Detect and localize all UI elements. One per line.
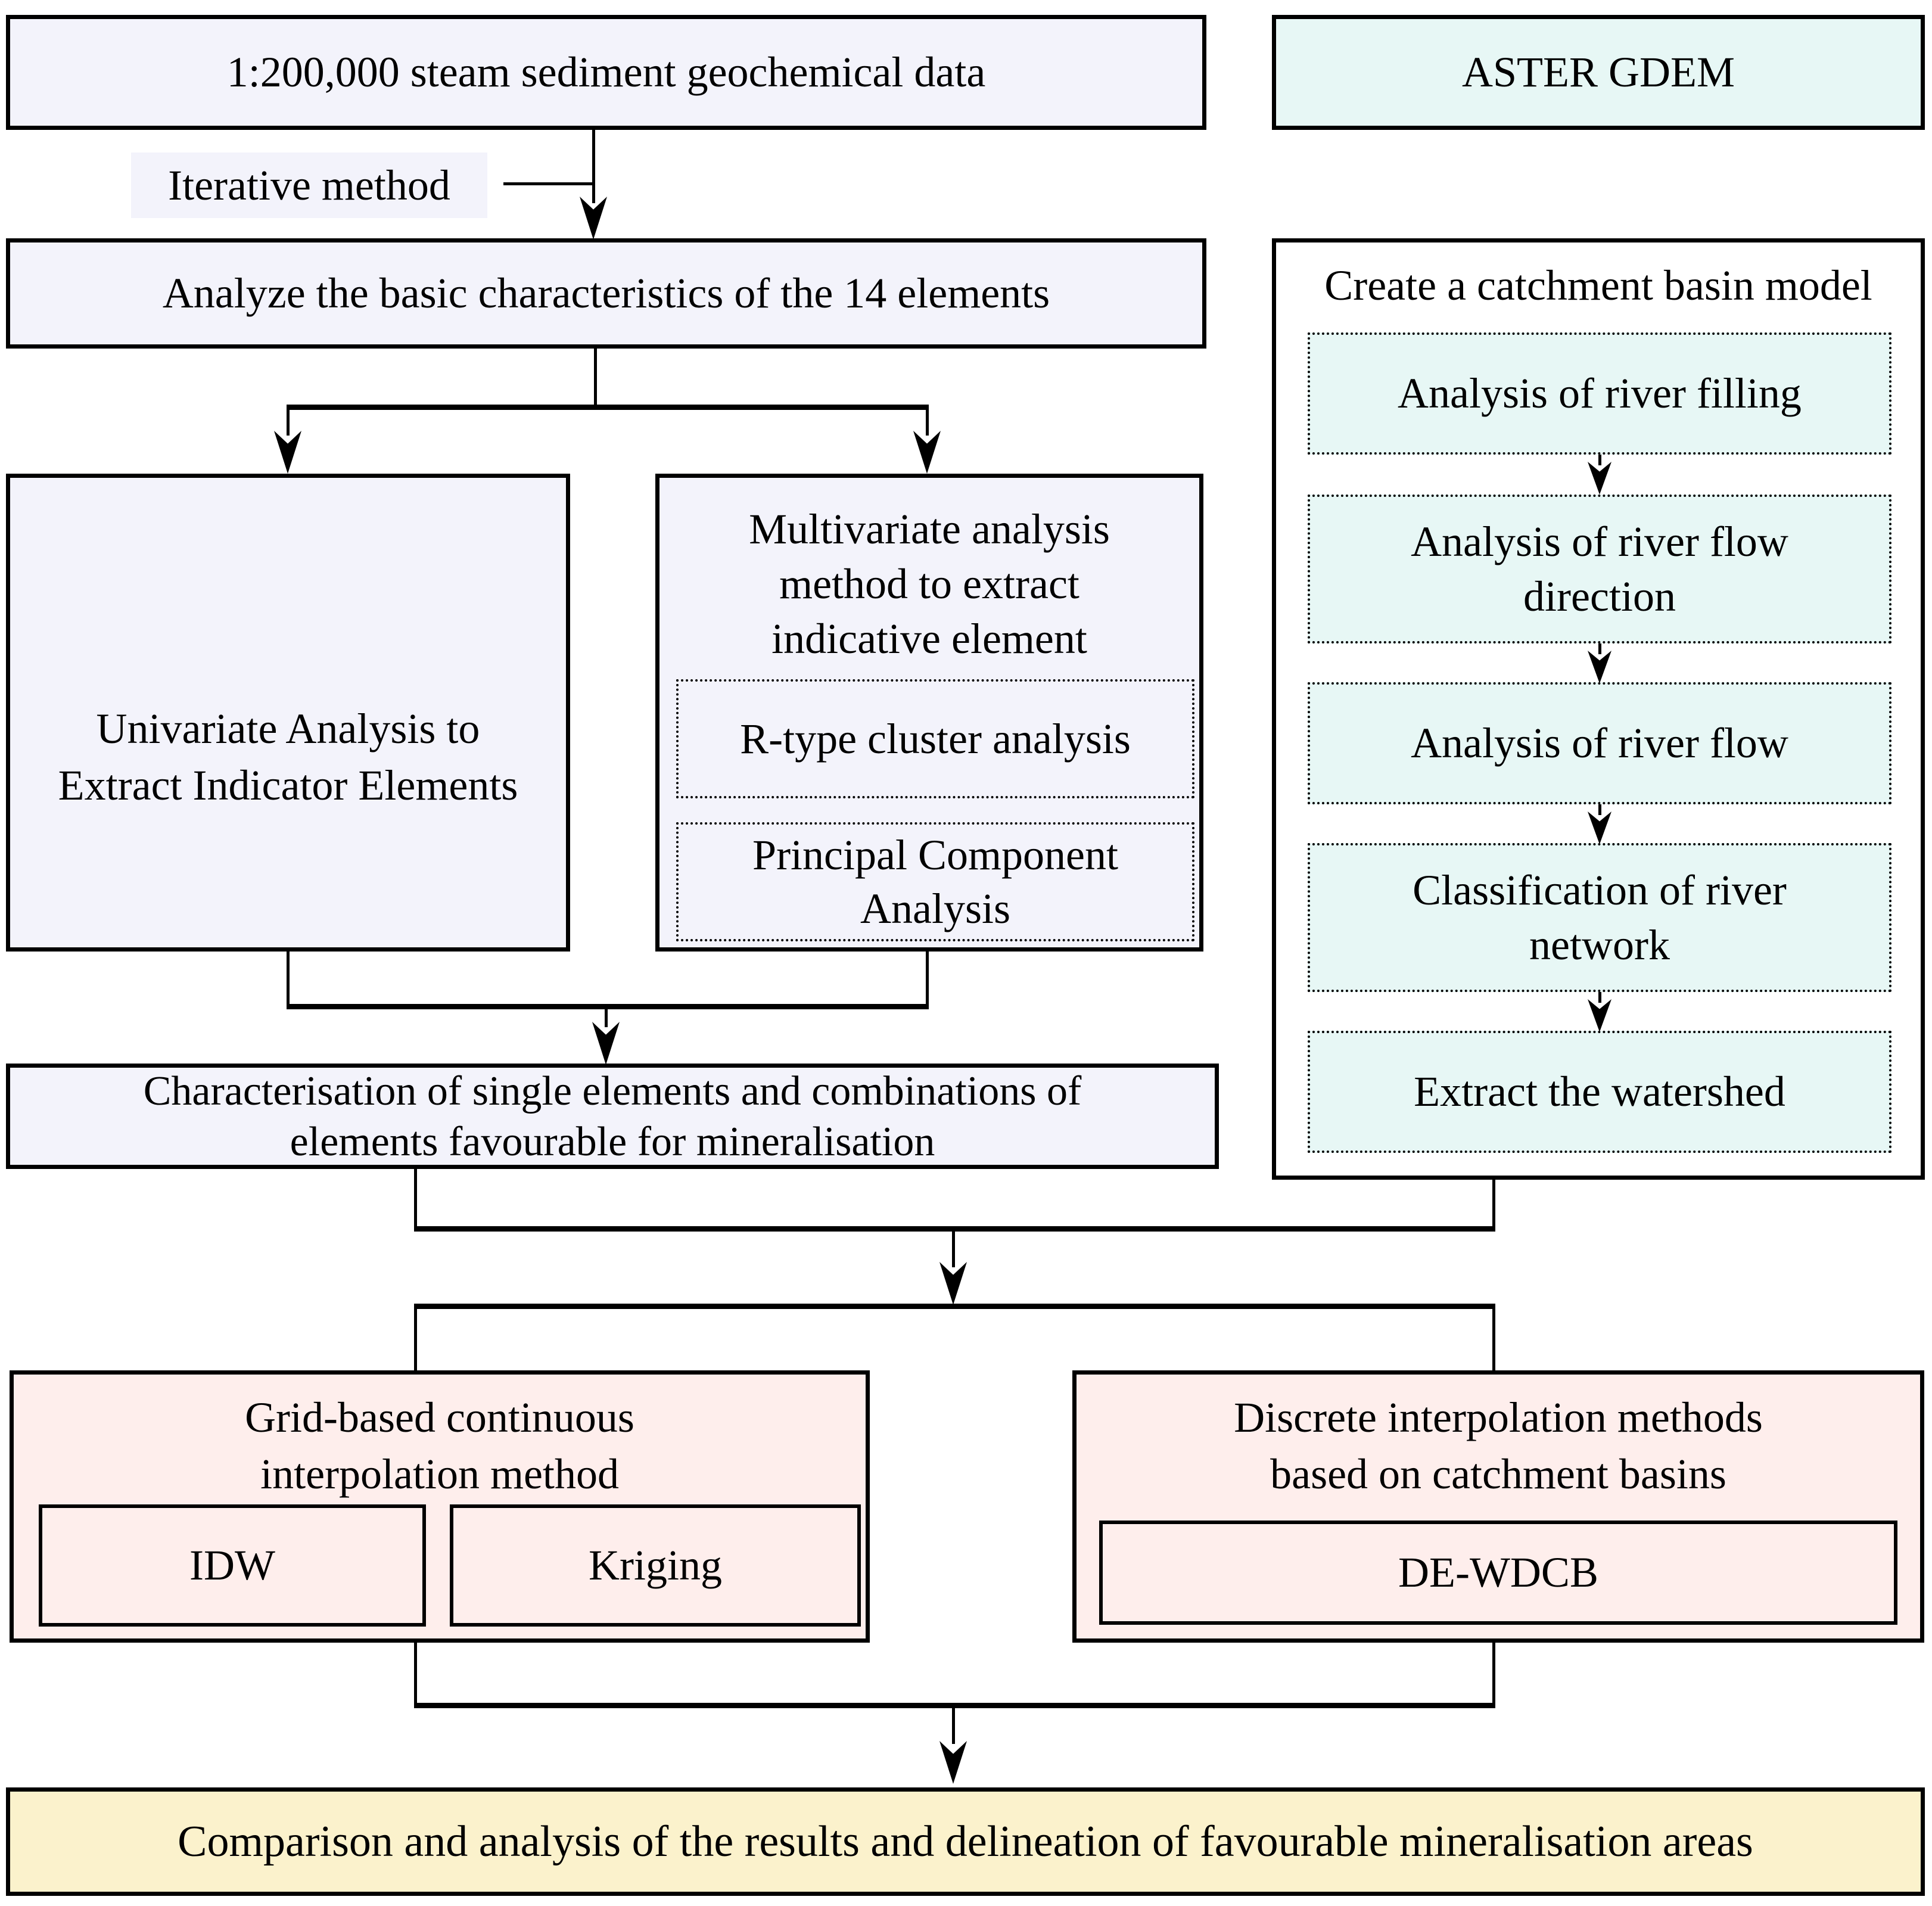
node-grid-title: Grid-based continuous interpolation meth… — [14, 1389, 866, 1503]
node-characterisation: Characterisation of single elements and … — [6, 1064, 1219, 1169]
connector-to-discrete-box — [1492, 1309, 1495, 1372]
node-r-type-cluster: R-type cluster analysis — [676, 679, 1194, 798]
node-river-flow-direction-line1: Analysis of river flow — [1411, 518, 1788, 565]
node-univariate-line1: Univariate Analysis to — [96, 705, 480, 753]
node-discrete-interpolation: Discrete interpolation methods based on … — [1072, 1370, 1924, 1643]
connector-discrete-down — [1492, 1643, 1495, 1705]
connector-catchment-1 — [1598, 455, 1601, 465]
connector-merge-stem-3 — [952, 1708, 955, 1744]
node-r-type-cluster-label: R-type cluster analysis — [740, 714, 1131, 763]
connector-multivariate-down — [926, 952, 929, 1006]
node-river-flow-direction: Analysis of river flow direction — [1308, 495, 1891, 643]
node-catchment-model: Create a catchment basin model Analysis … — [1272, 238, 1925, 1180]
connector-catchment-4 — [1598, 992, 1601, 1003]
node-multivariate-analysis: Multivariate analysis method to extract … — [655, 474, 1203, 952]
arrowhead-to-multivariate — [913, 431, 941, 474]
node-de-wdcb-label: DE-WDCB — [1398, 1549, 1598, 1596]
arrowhead-catchment-3 — [1588, 811, 1611, 844]
label-iterative-method-text: Iterative method — [168, 161, 450, 209]
arrowhead-to-characterisation — [592, 1022, 620, 1065]
node-catchment-title: Create a catchment basin model — [1324, 262, 1872, 309]
node-extract-watershed-label: Extract the watershed — [1414, 1068, 1785, 1115]
arrowhead-catchment-2 — [1588, 651, 1611, 683]
connector-stream-to-analyze — [592, 129, 595, 203]
node-idw-label: IDW — [189, 1541, 275, 1589]
node-river-flow: Analysis of river flow — [1308, 682, 1891, 804]
node-stream-sediment-data-label: 1:200,000 steam sediment geochemical dat… — [226, 48, 986, 96]
connector-merge-bar-1 — [287, 1004, 929, 1009]
connector-grid-down — [414, 1643, 417, 1705]
connector-catchment-3 — [1598, 804, 1601, 815]
node-extract-watershed: Extract the watershed — [1308, 1031, 1891, 1153]
node-kriging-label: Kriging — [589, 1541, 722, 1589]
connector-merge-stem-1 — [605, 1009, 608, 1027]
connector-to-grid-box — [414, 1309, 417, 1372]
node-river-flow-label: Analysis of river flow — [1411, 719, 1788, 767]
connector-split-bar-2 — [414, 1304, 1495, 1309]
node-aster-gdem-label: ASTER GDEM — [1461, 48, 1735, 96]
connector-characterisation-down — [414, 1169, 417, 1229]
node-multivariate-title: Multivariate analysis method to extract … — [659, 502, 1199, 666]
node-river-network-line2: network — [1529, 921, 1670, 969]
connector-split-right — [926, 409, 929, 436]
node-grid-line1: Grid-based continuous — [245, 1394, 634, 1441]
node-grid-line2: interpolation method — [260, 1450, 619, 1498]
connector-univariate-down — [287, 952, 290, 1006]
connector-split-bar — [287, 405, 929, 410]
node-kriging: Kriging — [450, 1504, 861, 1627]
arrowhead-to-univariate — [274, 431, 301, 474]
node-stream-sediment-data: 1:200,000 steam sediment geochemical dat… — [6, 15, 1206, 130]
node-analyze-elements-label: Analyze the basic characteristics of the… — [162, 269, 1050, 317]
label-iterative-method: Iterative method — [131, 153, 487, 218]
node-river-network-line1: Classification of river — [1413, 866, 1787, 914]
connector-catchment-2 — [1598, 643, 1601, 654]
arrowhead-to-result — [939, 1741, 967, 1784]
node-principal-component: Principal Component Analysis — [676, 822, 1194, 941]
node-discrete-title: Discrete interpolation methods based on … — [1077, 1389, 1920, 1503]
node-multivariate-line1: Multivariate analysis — [749, 505, 1110, 553]
node-de-wdcb: DE-WDCB — [1099, 1521, 1897, 1625]
node-univariate-line2: Extract Indicator Elements — [58, 761, 518, 809]
node-river-network-classification: Classification of river network — [1308, 843, 1891, 992]
node-idw: IDW — [39, 1504, 426, 1627]
node-river-filling-label: Analysis of river filling — [1398, 369, 1802, 417]
node-multivariate-line3: indicative element — [771, 615, 1087, 663]
arrowhead-catchment-1 — [1588, 462, 1611, 495]
node-principal-component-line2: Analysis — [860, 885, 1010, 932]
connector-catchment-down — [1492, 1180, 1495, 1229]
connector-merge-bar-3 — [414, 1703, 1495, 1708]
node-grid-interpolation: Grid-based continuous interpolation meth… — [10, 1370, 870, 1643]
connector-merge-stem-2 — [952, 1232, 955, 1267]
node-characterisation-line1: Characterisation of single elements and … — [143, 1068, 1082, 1114]
node-analyze-elements: Analyze the basic characteristics of the… — [6, 238, 1206, 349]
connector-merge-bar-2 — [414, 1226, 1495, 1232]
arrowhead-to-split-bar — [939, 1262, 967, 1305]
node-multivariate-line2: method to extract — [779, 560, 1079, 608]
node-principal-component-line1: Principal Component — [752, 831, 1118, 879]
connector-analyze-stem — [594, 349, 597, 408]
node-discrete-line2: based on catchment basins — [1270, 1450, 1726, 1498]
node-aster-gdem: ASTER GDEM — [1272, 15, 1925, 130]
node-river-filling: Analysis of river filling — [1308, 332, 1891, 455]
node-comparison-result-label: Comparison and analysis of the results a… — [178, 1817, 1753, 1866]
node-river-flow-direction-line2: direction — [1523, 573, 1676, 620]
node-characterisation-line2: elements favourable for mineralisation — [290, 1118, 935, 1165]
connector-iterative-line — [503, 182, 594, 185]
node-discrete-line1: Discrete interpolation methods — [1234, 1394, 1763, 1441]
connector-split-left — [287, 409, 290, 436]
node-comparison-result: Comparison and analysis of the results a… — [6, 1787, 1925, 1896]
node-univariate-analysis: Univariate Analysis to Extract Indicator… — [6, 474, 570, 952]
arrowhead-catchment-4 — [1588, 999, 1611, 1032]
